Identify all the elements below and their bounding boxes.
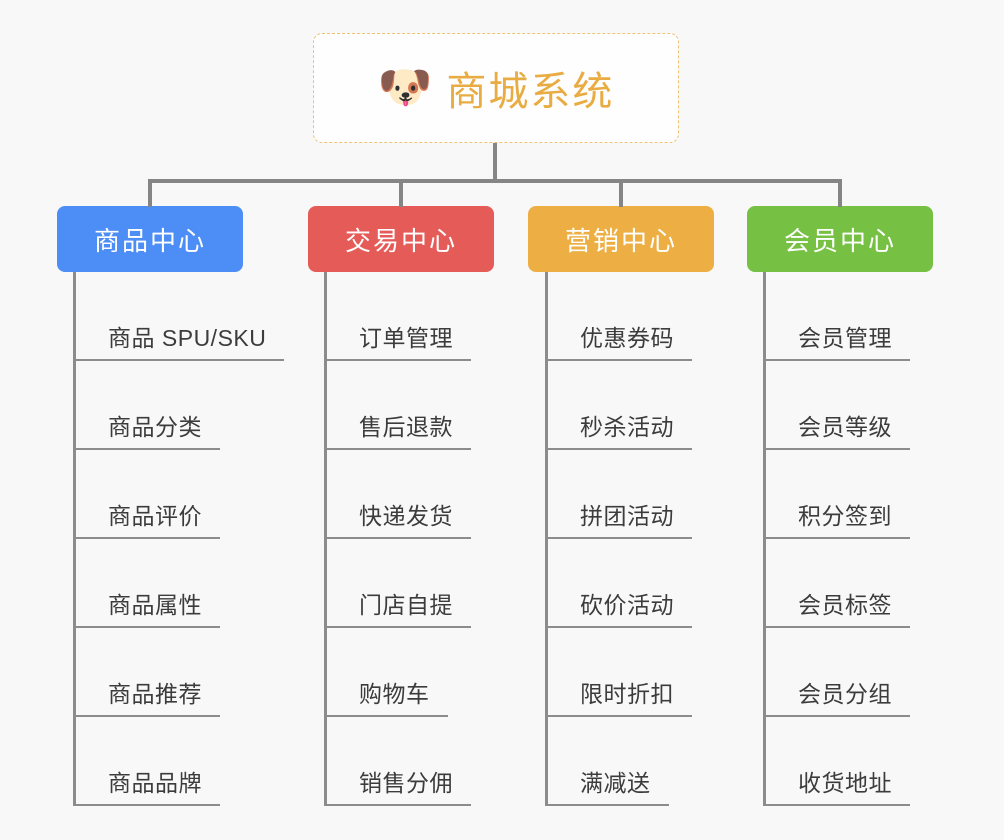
leaf-label: 会员等级: [798, 414, 892, 440]
leaf-spine: [763, 272, 766, 806]
leaf-underline: 满减送: [548, 764, 669, 806]
connector-drop-2: [399, 179, 403, 207]
leaf-item[interactable]: 优惠券码: [545, 272, 692, 361]
category-label: 商品中心: [93, 225, 206, 256]
root-node[interactable]: 🐶 商城系统: [313, 33, 679, 143]
leaf-label: 商品属性: [108, 592, 202, 618]
leaf-underline: 秒杀活动: [548, 408, 692, 450]
leaf-underline: 销售分佣: [327, 764, 471, 806]
connector-drop-3: [619, 179, 623, 207]
leaf-underline: 商品品牌: [76, 764, 220, 806]
leaf-underline: 会员分组: [766, 675, 910, 717]
category-box-2[interactable]: 交易中心: [308, 206, 494, 272]
leaf-item[interactable]: 会员分组: [763, 628, 910, 717]
leaf-underline: 积分签到: [766, 497, 910, 539]
leaf-item[interactable]: 收货地址: [763, 717, 910, 806]
leaf-underline: 商品 SPU/SKU: [76, 319, 285, 361]
leaf-label: 会员管理: [798, 325, 892, 351]
leaf-item[interactable]: 订单管理: [324, 272, 471, 361]
leaf-underline: 订单管理: [327, 319, 471, 361]
leaf-underline: 商品属性: [76, 586, 220, 628]
leaf-underline: 优惠券码: [548, 319, 692, 361]
leaf-item[interactable]: 满减送: [545, 717, 692, 806]
leaf-spine: [545, 272, 548, 806]
leaf-item[interactable]: 商品属性: [73, 539, 284, 628]
leaf-label: 会员分组: [798, 681, 892, 707]
leaf-spine: [73, 272, 76, 806]
connector-root-stem: [493, 143, 497, 182]
leaf-underline: 商品评价: [76, 497, 220, 539]
leaf-underline: 商品推荐: [76, 675, 220, 717]
leaf-item[interactable]: 拼团活动: [545, 450, 692, 539]
leaf-underline: 售后退款: [327, 408, 471, 450]
leaf-label: 商品 SPU/SKU: [108, 325, 267, 351]
leaf-underline: 门店自提: [327, 586, 471, 628]
leaf-column-2: 订单管理售后退款快递发货门店自提购物车销售分佣: [324, 272, 471, 806]
leaf-item[interactable]: 商品 SPU/SKU: [73, 272, 285, 361]
connector-horizontal-bus: [148, 179, 842, 183]
leaf-spine: [324, 272, 327, 806]
leaf-item[interactable]: 售后退款: [324, 361, 471, 450]
leaf-label: 商品评价: [108, 503, 202, 529]
connector-drop-4: [838, 179, 842, 207]
leaf-item[interactable]: 秒杀活动: [545, 361, 692, 450]
leaf-label: 订单管理: [359, 325, 453, 351]
leaf-underline: 会员标签: [766, 586, 910, 628]
leaf-underline: 收货地址: [766, 764, 910, 806]
leaf-label: 销售分佣: [359, 770, 453, 796]
leaf-item[interactable]: 购物车: [324, 628, 471, 717]
category-box-3[interactable]: 营销中心: [528, 206, 714, 272]
leaf-item[interactable]: 商品评价: [73, 450, 284, 539]
leaf-item[interactable]: 快递发货: [324, 450, 471, 539]
leaf-label: 秒杀活动: [580, 414, 674, 440]
leaf-column-1: 商品 SPU/SKU 商品分类商品评价商品属性商品推荐商品品牌: [73, 272, 285, 806]
leaf-item[interactable]: 会员标签: [763, 539, 910, 628]
leaf-underline: 限时折扣: [548, 675, 692, 717]
leaf-item[interactable]: 销售分佣: [324, 717, 471, 806]
shiba-dog-face-icon: 🐶: [377, 63, 433, 112]
leaf-underline: 商品分类: [76, 408, 220, 450]
leaf-underline: 砍价活动: [548, 586, 692, 628]
leaf-label: 购物车: [359, 681, 430, 707]
leaf-item[interactable]: 商品品牌: [73, 717, 284, 806]
leaf-label: 拼团活动: [580, 503, 674, 529]
leaf-item[interactable]: 砍价活动: [545, 539, 692, 628]
leaf-label: 优惠券码: [580, 325, 674, 351]
leaf-label: 商品推荐: [108, 681, 202, 707]
root-title: 商城系统: [446, 70, 615, 114]
leaf-label: 售后退款: [359, 414, 453, 440]
category-box-4[interactable]: 会员中心: [747, 206, 933, 272]
leaf-underline: 会员管理: [766, 319, 910, 361]
leaf-item[interactable]: 会员等级: [763, 361, 910, 450]
leaf-label: 会员标签: [798, 592, 892, 618]
leaf-label: 限时折扣: [580, 681, 674, 707]
leaf-item[interactable]: 积分签到: [763, 450, 910, 539]
leaf-label: 满减送: [580, 770, 651, 796]
leaf-column-3: 优惠券码秒杀活动拼团活动砍价活动限时折扣满减送: [545, 272, 692, 806]
leaf-item[interactable]: 限时折扣: [545, 628, 692, 717]
leaf-underline: 快递发货: [327, 497, 471, 539]
connector-drop-1: [148, 179, 152, 207]
leaf-label: 门店自提: [359, 592, 453, 618]
leaf-underline: 会员等级: [766, 408, 910, 450]
leaf-item[interactable]: 商品分类: [73, 361, 284, 450]
category-label: 会员中心: [783, 225, 896, 256]
leaf-label: 砍价活动: [580, 592, 674, 618]
leaf-item[interactable]: 门店自提: [324, 539, 471, 628]
category-label: 交易中心: [344, 225, 457, 256]
leaf-label: 积分签到: [798, 503, 892, 529]
leaf-label: 商品分类: [108, 414, 202, 440]
leaf-underline: 拼团活动: [548, 497, 692, 539]
leaf-item[interactable]: 会员管理: [763, 272, 910, 361]
category-box-1[interactable]: 商品中心: [57, 206, 243, 272]
leaf-column-4: 会员管理会员等级积分签到会员标签会员分组收货地址: [763, 272, 910, 806]
leaf-label: 快递发货: [359, 503, 453, 529]
leaf-label: 商品品牌: [108, 770, 202, 796]
leaf-label: 收货地址: [798, 770, 892, 796]
category-label: 营销中心: [564, 225, 677, 256]
leaf-underline: 购物车: [327, 675, 448, 717]
leaf-item[interactable]: 商品推荐: [73, 628, 284, 717]
